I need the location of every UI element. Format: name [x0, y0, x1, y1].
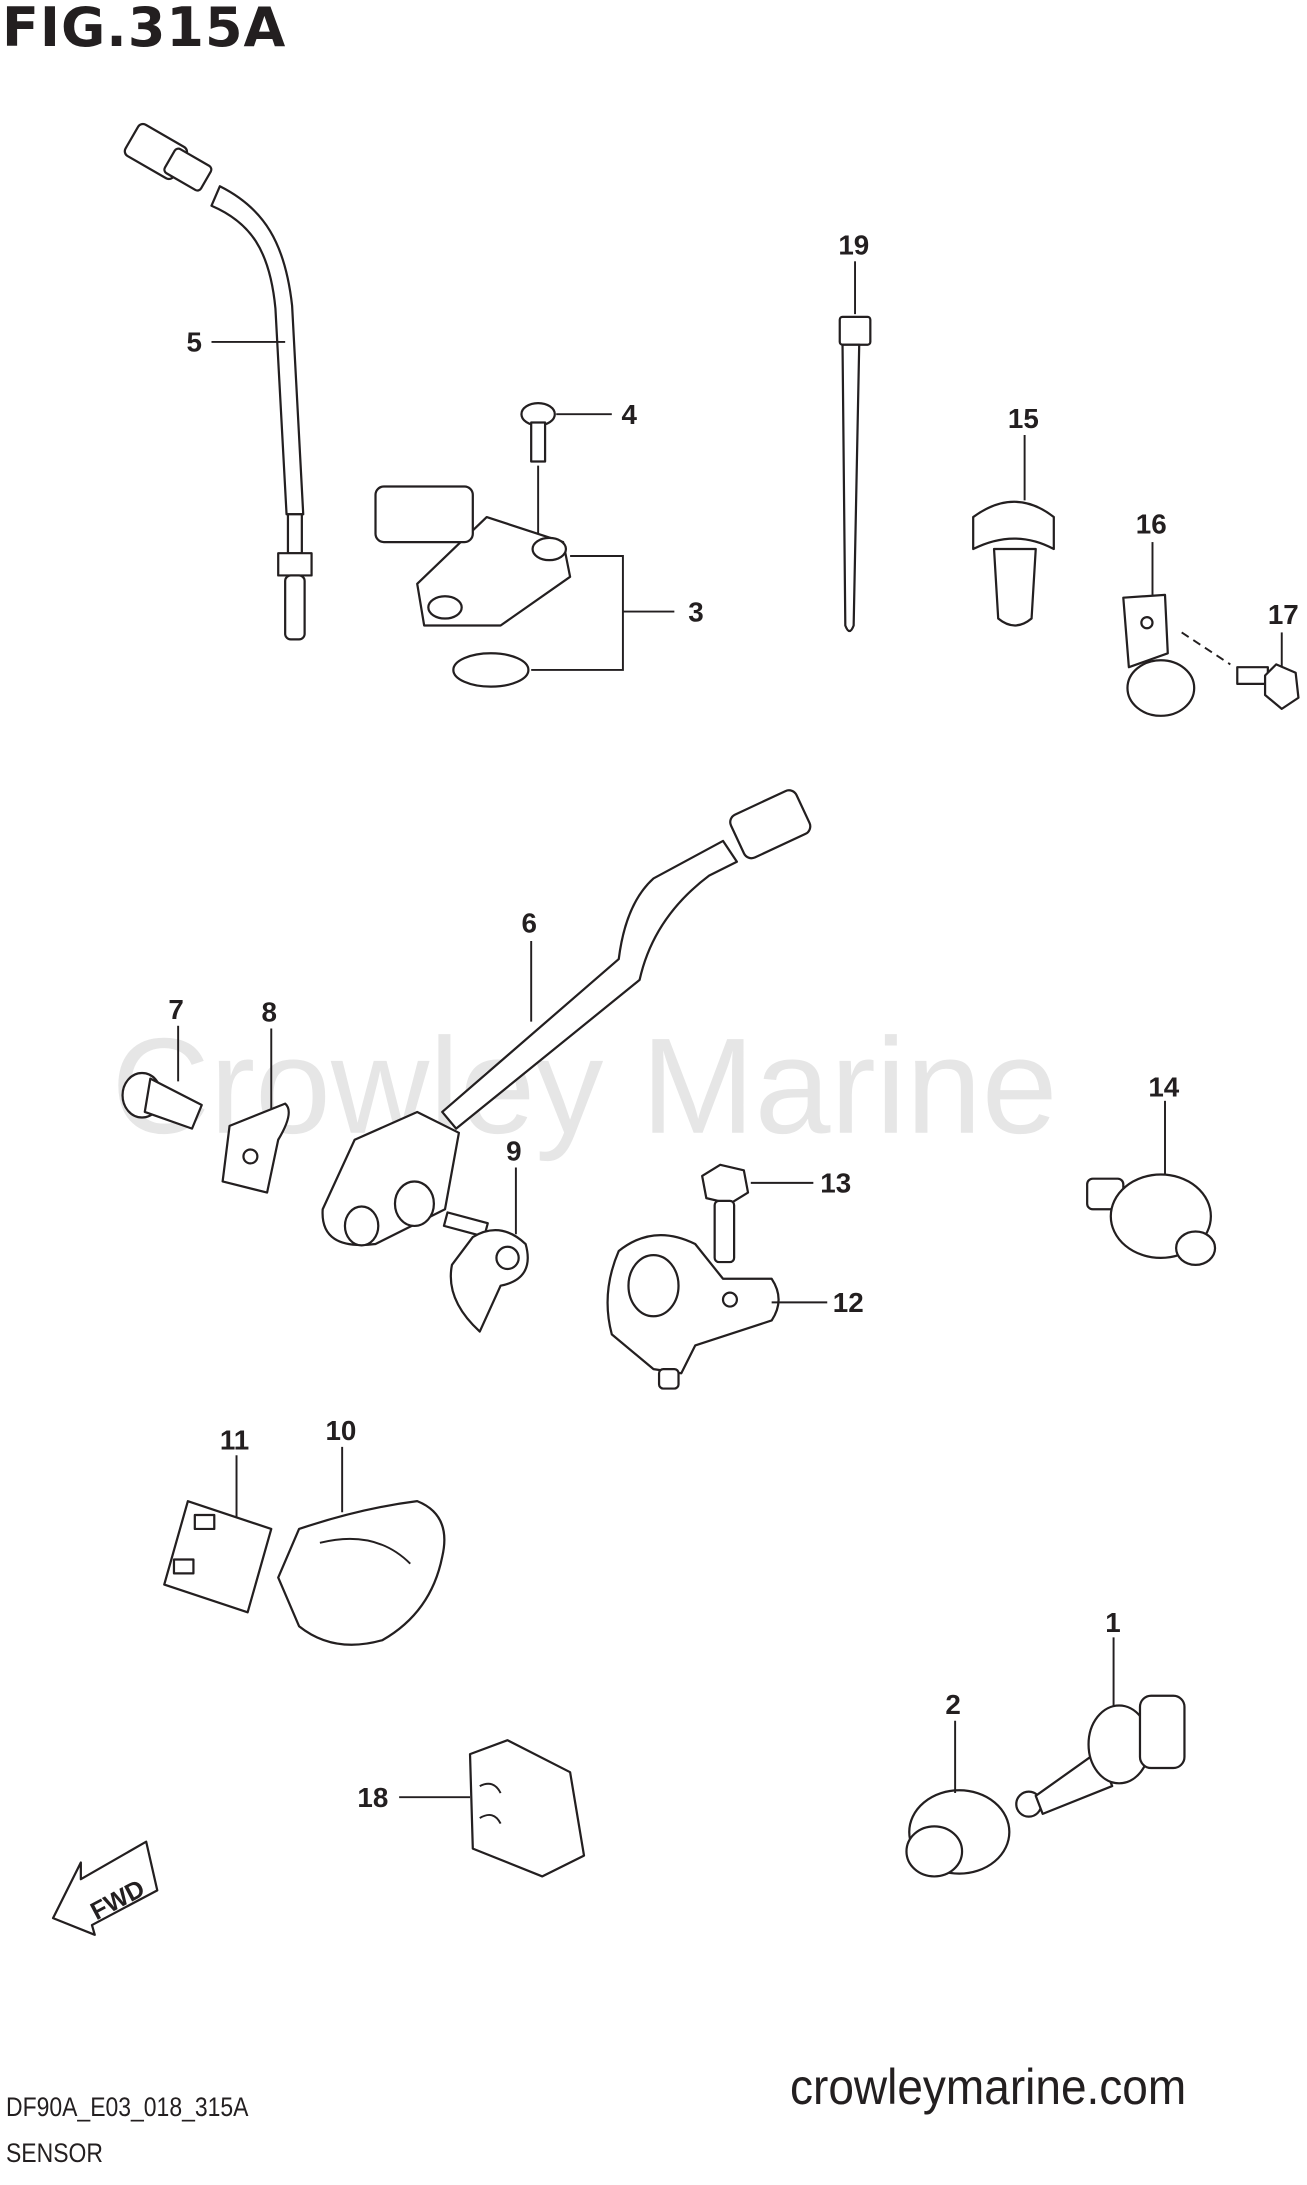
figure-caption: SENSOR — [6, 2138, 103, 2168]
part-3-pressure-sensor[interactable] — [374, 485, 572, 688]
fwd-arrow-icon: FWD — [51, 1840, 159, 1936]
part-6-crank-position-sensor[interactable] — [321, 788, 813, 1247]
part-17-bolt[interactable] — [1236, 663, 1300, 710]
callout-11: 11 — [220, 1425, 249, 1456]
part-9-bracket[interactable] — [442, 1211, 529, 1333]
figure-title: FIG.315A — [2, 0, 287, 59]
callout-9: 9 — [506, 1136, 521, 1167]
part-4-screw[interactable] — [520, 401, 556, 463]
part-16-clamp[interactable] — [1122, 593, 1196, 717]
callout-15: 15 — [1008, 403, 1039, 434]
callout-17: 17 — [1268, 599, 1299, 630]
part-2-grommet[interactable] — [905, 1789, 1011, 1878]
callout-4: 4 — [622, 399, 638, 430]
part-10-cover[interactable] — [277, 1500, 446, 1646]
part-12-sensor-bracket[interactable] — [606, 1233, 780, 1390]
callout-12: 12 — [833, 1287, 864, 1318]
part-13-bolt[interactable] — [701, 1163, 750, 1264]
callout-16: 16 — [1136, 509, 1167, 540]
callout-5: 5 — [186, 327, 201, 358]
part-5-temp-sensor-cable[interactable] — [123, 122, 313, 641]
part-7-screw[interactable] — [121, 1071, 203, 1130]
part-18-cushion[interactable] — [468, 1739, 586, 1878]
part-1-temperature-sensor[interactable] — [1015, 1694, 1186, 1818]
figure-code: DF90A_E03_018_315A — [6, 2092, 249, 2122]
part-8-plate[interactable] — [221, 1102, 290, 1194]
callout-8: 8 — [262, 997, 277, 1028]
website-link[interactable]: crowleymarine.com — [790, 2059, 1187, 2115]
callout-3: 3 — [688, 596, 703, 627]
callout-7: 7 — [168, 994, 183, 1025]
part-19-cable-tie[interactable] — [838, 315, 872, 633]
part-15-clip[interactable] — [972, 500, 1055, 627]
callout-13: 13 — [820, 1168, 851, 1199]
callout-10: 10 — [325, 1415, 356, 1446]
part-14-pressure-switch[interactable] — [1086, 1173, 1217, 1266]
part-11-insulator[interactable] — [163, 1500, 273, 1614]
callout-19: 19 — [838, 229, 869, 260]
callout-1: 1 — [1105, 1607, 1120, 1638]
callout-2: 2 — [945, 1689, 960, 1720]
callout-18: 18 — [357, 1782, 388, 1813]
callout-6: 6 — [521, 908, 536, 939]
callout-14: 14 — [1148, 1072, 1179, 1103]
